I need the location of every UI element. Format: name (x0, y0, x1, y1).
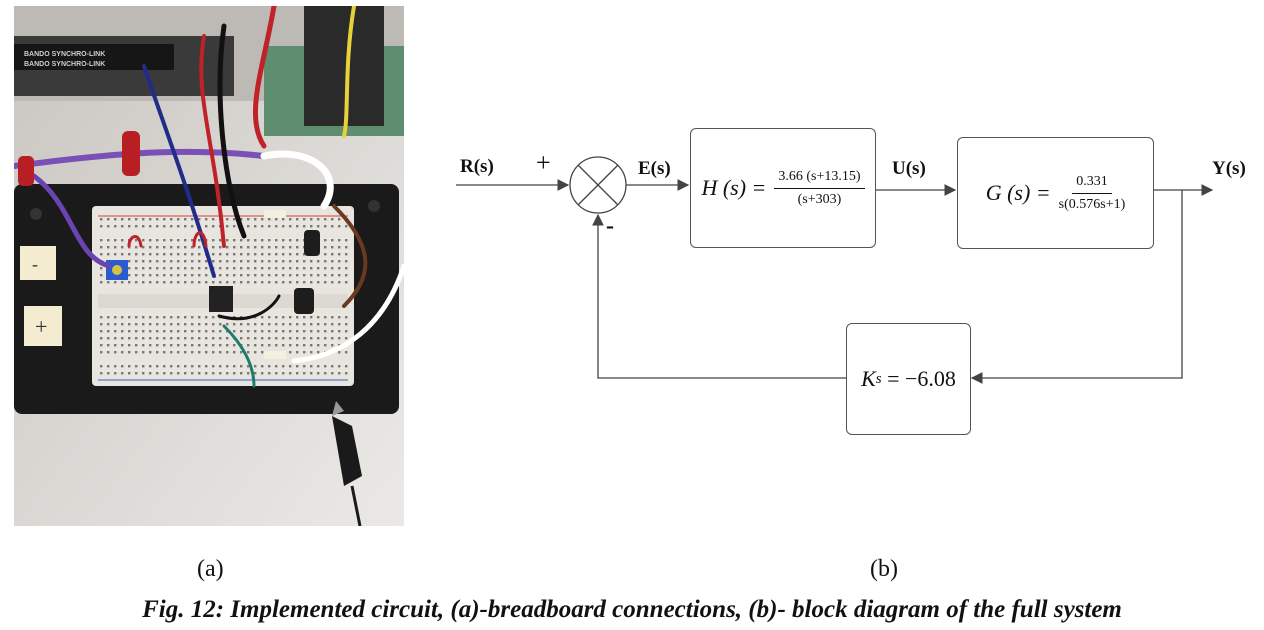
plant-lhs: G (s) = (985, 180, 1051, 205)
controller-output-label: U(s) (892, 158, 926, 179)
block-diagram-lines (456, 156, 1214, 384)
plant-denominator: s(0.576s+1) (1058, 196, 1126, 212)
tape-label-minus: - (20, 246, 56, 280)
sensor-gain-subscript: s (875, 370, 882, 387)
op-amp-chip (209, 286, 233, 312)
error-label: E(s) (638, 158, 671, 179)
capacitor-2 (294, 288, 314, 314)
minus-sign: - (606, 213, 614, 239)
input-label: R(s) (460, 156, 494, 177)
sensor-gain-symbol: K (861, 366, 876, 391)
capacitor (304, 230, 320, 256)
controller-denominator: (s+303) (797, 191, 842, 207)
plus-sign: + (536, 148, 551, 177)
svg-text:-: - (32, 254, 38, 274)
svg-text:BANDO SYNCHRO-LINK: BANDO SYNCHRO-LINK (24, 51, 105, 58)
breadboard-photo: BANDO SYNCHRO-LINK BANDO SYNCHRO-LINK - … (14, 6, 404, 526)
plant-numerator: 0.331 (1072, 174, 1112, 194)
timing-belt: BANDO SYNCHRO-LINK BANDO SYNCHRO-LINK (14, 44, 174, 70)
figure-caption: Fig. 12: Implemented circuit, (a)-breadb… (142, 596, 1122, 623)
block-diagram: R(s) + - E(s) U(s) Y(s) H (s) = 3.66 (s+… (440, 110, 1260, 450)
svg-text:+: + (35, 314, 47, 339)
output-label: Y(s) (1212, 158, 1246, 179)
feedback-arrow-in (970, 190, 1183, 384)
sensor-gain-value: = −6.08 (881, 366, 956, 391)
svg-text:BANDO SYNCHRO-LINK: BANDO SYNCHRO-LINK (24, 61, 105, 68)
wires (14, 6, 404, 388)
controller-numerator: 3.66 (s+13.15) (774, 169, 865, 189)
alligator-clip (332, 401, 362, 526)
panel-b-label: (b) (870, 556, 898, 582)
controller-block: H (s) = 3.66 (s+13.15) (s+303) (690, 128, 876, 248)
plant-block: G (s) = 0.331 s(0.576s+1) (957, 137, 1154, 249)
tape-label-plus: + (24, 306, 62, 346)
controller-lhs: H (s) = (701, 175, 767, 200)
feedback-arrow-out (592, 213, 846, 379)
panel-a-label: (a) (197, 556, 224, 582)
breadboard-photo-drawing: BANDO SYNCHRO-LINK BANDO SYNCHRO-LINK - … (14, 6, 404, 526)
